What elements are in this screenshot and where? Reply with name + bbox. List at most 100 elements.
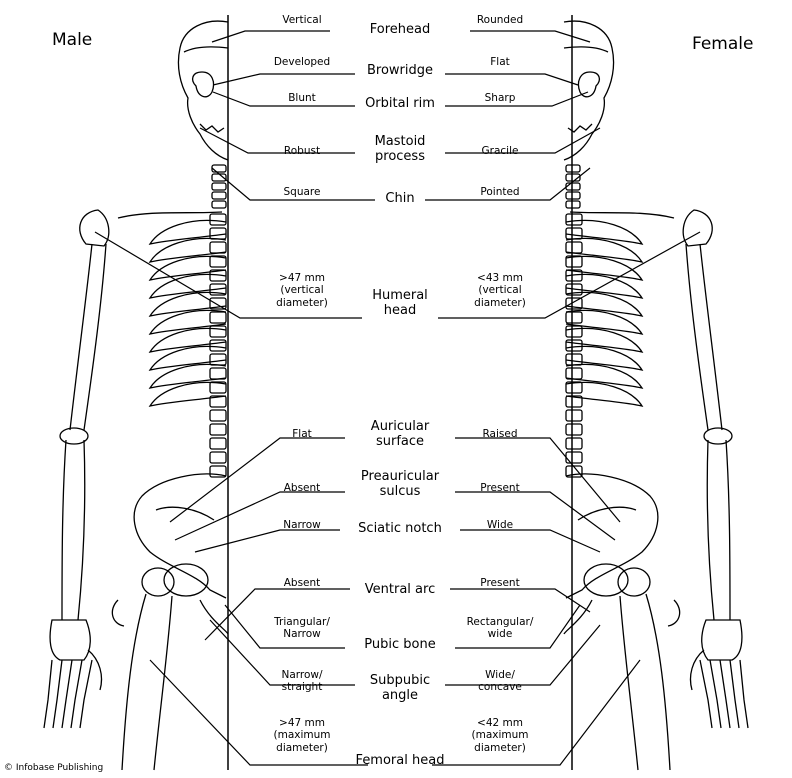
feature-label-humeral-head: Humeral head <box>372 288 428 319</box>
pubic-ramus <box>564 600 592 634</box>
femur-outer <box>646 594 670 770</box>
male-value-orbital-rim: Blunt <box>288 92 316 104</box>
feature-label-orbital-rim: Orbital rim <box>365 96 435 111</box>
spinal-vertebra <box>210 242 226 253</box>
female-value-humeral-head: <43 mm (vertical diameter) <box>474 272 526 309</box>
female-value-subpubic-angle: Wide/ concave <box>478 669 522 694</box>
female-value-femoral-head: <42 mm (maximum diameter) <box>471 717 528 754</box>
female-leader-preauricular-sulcus <box>455 492 615 540</box>
finger <box>730 660 739 728</box>
feature-label-forehead: Forehead <box>370 22 430 37</box>
finger <box>62 660 72 728</box>
female-leader-orbital-rim <box>445 92 588 106</box>
male-value-subpubic-angle: Narrow/ straight <box>281 669 322 694</box>
female-value-mastoid-process: Gracile <box>482 145 519 157</box>
spinal-vertebra <box>210 326 226 337</box>
humerus-inner <box>84 244 106 430</box>
spinal-vertebra <box>210 228 226 239</box>
cervical-vertebra <box>566 165 580 172</box>
female-value-chin: Pointed <box>480 186 519 198</box>
elbow <box>60 428 88 444</box>
femur-outer <box>122 594 146 770</box>
clavicle <box>570 212 674 218</box>
publisher-credit: © Infobase Publishing <box>4 763 103 773</box>
spinal-vertebra <box>210 368 226 379</box>
feature-label-femoral-head: Femoral head <box>356 753 445 768</box>
female-leader-auricular-surface <box>455 438 620 522</box>
male-leader-browridge <box>213 74 355 85</box>
female-leader-sciatic-notch <box>460 530 600 552</box>
femoral-head-shape <box>618 568 650 596</box>
pubic-ramus <box>200 600 228 634</box>
finger <box>720 660 730 728</box>
cervical-vertebra <box>212 183 226 190</box>
female-leader-femoral-head <box>432 660 640 765</box>
finger <box>740 660 748 728</box>
wrist <box>50 620 90 660</box>
cervical-vertebra <box>566 192 580 199</box>
ilium <box>566 474 658 598</box>
spinal-vertebra <box>566 214 582 225</box>
female-value-auricular-surface: Raised <box>482 428 517 440</box>
femur-inner <box>154 596 172 770</box>
brow-line <box>564 47 608 52</box>
radius <box>62 440 66 620</box>
male-value-ventral-arc: Absent <box>284 577 321 589</box>
finger <box>44 660 52 728</box>
spinal-vertebra <box>566 424 582 435</box>
spinal-vertebra <box>566 368 582 379</box>
cervical-vertebra <box>212 165 226 172</box>
feature-label-sciatic-notch: Sciatic notch <box>358 521 442 536</box>
cervical-vertebra <box>566 183 580 190</box>
greater-trochanter <box>668 600 680 626</box>
spinal-vertebra <box>210 424 226 435</box>
teeth-line <box>200 124 224 132</box>
finger <box>80 660 92 728</box>
finger <box>71 660 82 728</box>
female-value-preauricular-sulcus: Present <box>480 482 519 494</box>
male-leader-orbital-rim <box>213 92 355 106</box>
male-value-femoral-head: >47 mm (maximum diameter) <box>273 717 330 754</box>
humeral-head-shape <box>683 210 712 246</box>
female-leader-ventral-arc <box>450 589 590 612</box>
spinal-vertebra <box>210 354 226 365</box>
spinal-vertebra <box>210 452 226 463</box>
ulna <box>78 440 85 620</box>
brow-line <box>184 47 228 52</box>
iliac-crest-detail <box>156 507 214 520</box>
male-leader-mastoid-process <box>200 128 355 153</box>
spinal-vertebra <box>210 340 226 351</box>
feature-label-chin: Chin <box>385 191 414 206</box>
cervical-vertebra <box>212 201 226 208</box>
female-value-sciatic-notch: Wide <box>487 519 513 531</box>
spinal-vertebra <box>566 452 582 463</box>
female-leader-mastoid-process <box>445 128 600 153</box>
feature-label-browridge: Browridge <box>367 63 433 78</box>
finger <box>53 660 62 728</box>
spinal-vertebra <box>566 354 582 365</box>
feature-label-auricular-surface: Auricular surface <box>371 419 429 450</box>
clavicle <box>118 212 222 218</box>
spinal-vertebra <box>566 340 582 351</box>
humerus-inner <box>686 244 708 430</box>
ilium <box>134 474 226 598</box>
spinal-vertebra <box>566 410 582 421</box>
male-value-forehead: Vertical <box>282 14 321 26</box>
female-value-browridge: Flat <box>490 56 510 68</box>
feature-label-pubic-bone: Pubic bone <box>364 637 435 652</box>
female-value-forehead: Rounded <box>477 14 523 26</box>
spinal-vertebra <box>210 410 226 421</box>
feature-label-mastoid-process: Mastoid process <box>375 134 426 165</box>
wrist <box>702 620 742 660</box>
spinal-vertebra <box>566 326 582 337</box>
elbow <box>704 428 732 444</box>
male-value-browridge: Developed <box>274 56 330 68</box>
ulna <box>707 440 714 620</box>
spinal-vertebra <box>210 214 226 225</box>
male-leader-auricular-surface <box>170 438 345 522</box>
female-value-orbital-rim: Sharp <box>485 92 516 104</box>
spinal-vertebra <box>210 312 226 323</box>
spinal-vertebra <box>210 438 226 449</box>
